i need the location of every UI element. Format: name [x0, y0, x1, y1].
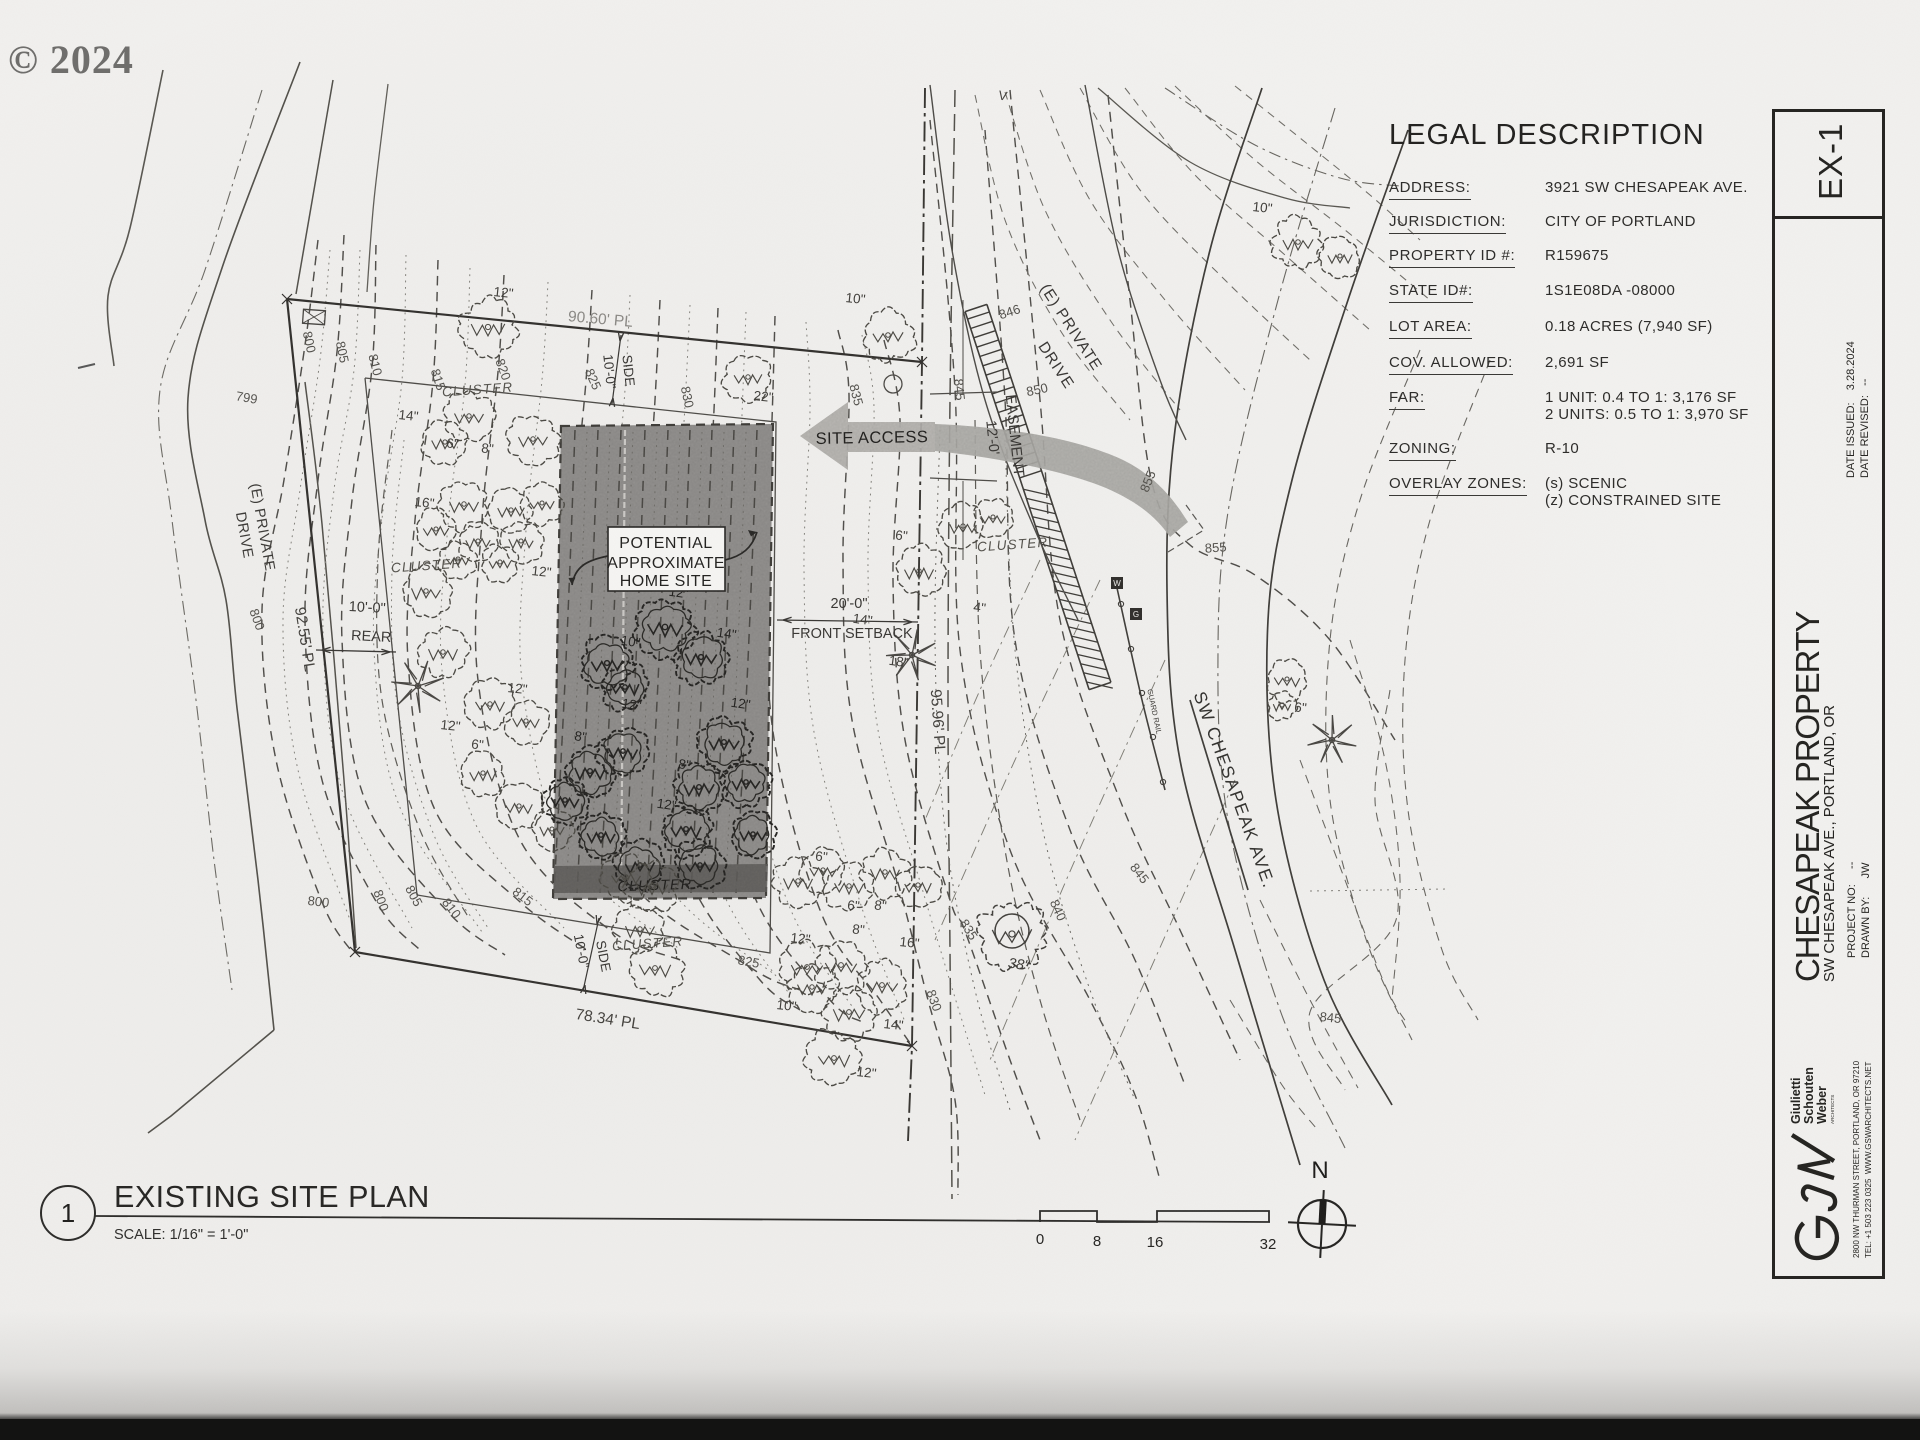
- svg-text:ARCHITECTS: ARCHITECTS: [1830, 1095, 1835, 1124]
- svg-text:TEL: +1 503 223 0325 WWW.GSWA: TEL: +1 503 223 0325 WWW.GSWARCHITECTS.N…: [1864, 1061, 1873, 1258]
- svg-text:2800 NW THURMAN STREET, PORTLA: 2800 NW THURMAN STREET, PORTLAND, OR 972…: [1852, 1060, 1861, 1258]
- svg-text:Weber: Weber: [1815, 1086, 1829, 1124]
- svg-text:Giulietti: Giulietti: [1789, 1077, 1803, 1124]
- svg-text:Schouten: Schouten: [1802, 1067, 1816, 1124]
